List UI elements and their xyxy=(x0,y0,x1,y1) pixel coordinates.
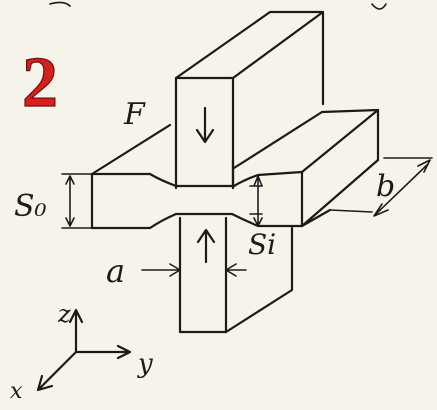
y-axis-arrow-icon xyxy=(74,344,132,360)
si-label: Si xyxy=(248,228,276,261)
workpiece-right-top xyxy=(232,108,380,174)
z-axis-label: z xyxy=(57,300,71,328)
workpiece-right-side xyxy=(300,108,380,228)
dimension-s0: S₀ xyxy=(14,173,101,229)
upper-die-top xyxy=(174,10,325,80)
lower-die-front xyxy=(178,216,228,334)
s0-dimension-arrow-icon xyxy=(65,175,75,227)
top-scribble-left xyxy=(49,1,71,7)
x-axis-label: x xyxy=(10,379,23,404)
top-scribble-right xyxy=(371,3,387,10)
z-axis-arrow-icon xyxy=(68,308,84,354)
b-dimension-arrow-icon xyxy=(373,159,431,217)
badge-number: 2 xyxy=(22,42,58,122)
x-axis-arrow-icon xyxy=(36,350,78,392)
b-label: b xyxy=(376,169,395,204)
coordinate-axes: z y x xyxy=(10,300,153,404)
dimension-b: b xyxy=(329,157,433,217)
workpiece-bottom-edge xyxy=(90,172,304,230)
dimension-si: Si xyxy=(248,175,276,261)
upper-die xyxy=(174,10,325,190)
lower-die xyxy=(178,216,294,334)
si-extension-lines xyxy=(249,185,263,215)
upper-die-front xyxy=(174,76,235,190)
press-arrow-down-icon xyxy=(195,106,215,144)
workpiece-top-face-left xyxy=(90,123,172,176)
a-right-arrow-icon xyxy=(225,263,247,277)
dimension-a: a xyxy=(106,252,247,290)
press-arrow-up-icon xyxy=(196,228,216,264)
s0-label: S₀ xyxy=(14,189,47,224)
s0-extension-lines xyxy=(61,173,101,229)
lower-die-side xyxy=(224,226,294,334)
workpiece-bar xyxy=(90,108,380,230)
force-label: F xyxy=(123,97,146,132)
workpiece-right-bottom xyxy=(300,208,332,228)
a-left-arrow-icon xyxy=(141,263,181,277)
y-axis-label: y xyxy=(137,349,153,379)
b-extension-lines xyxy=(329,157,433,213)
si-dimension-arrow-icon xyxy=(253,175,263,227)
workpiece-top-edge xyxy=(90,170,304,188)
a-label: a xyxy=(106,252,125,290)
